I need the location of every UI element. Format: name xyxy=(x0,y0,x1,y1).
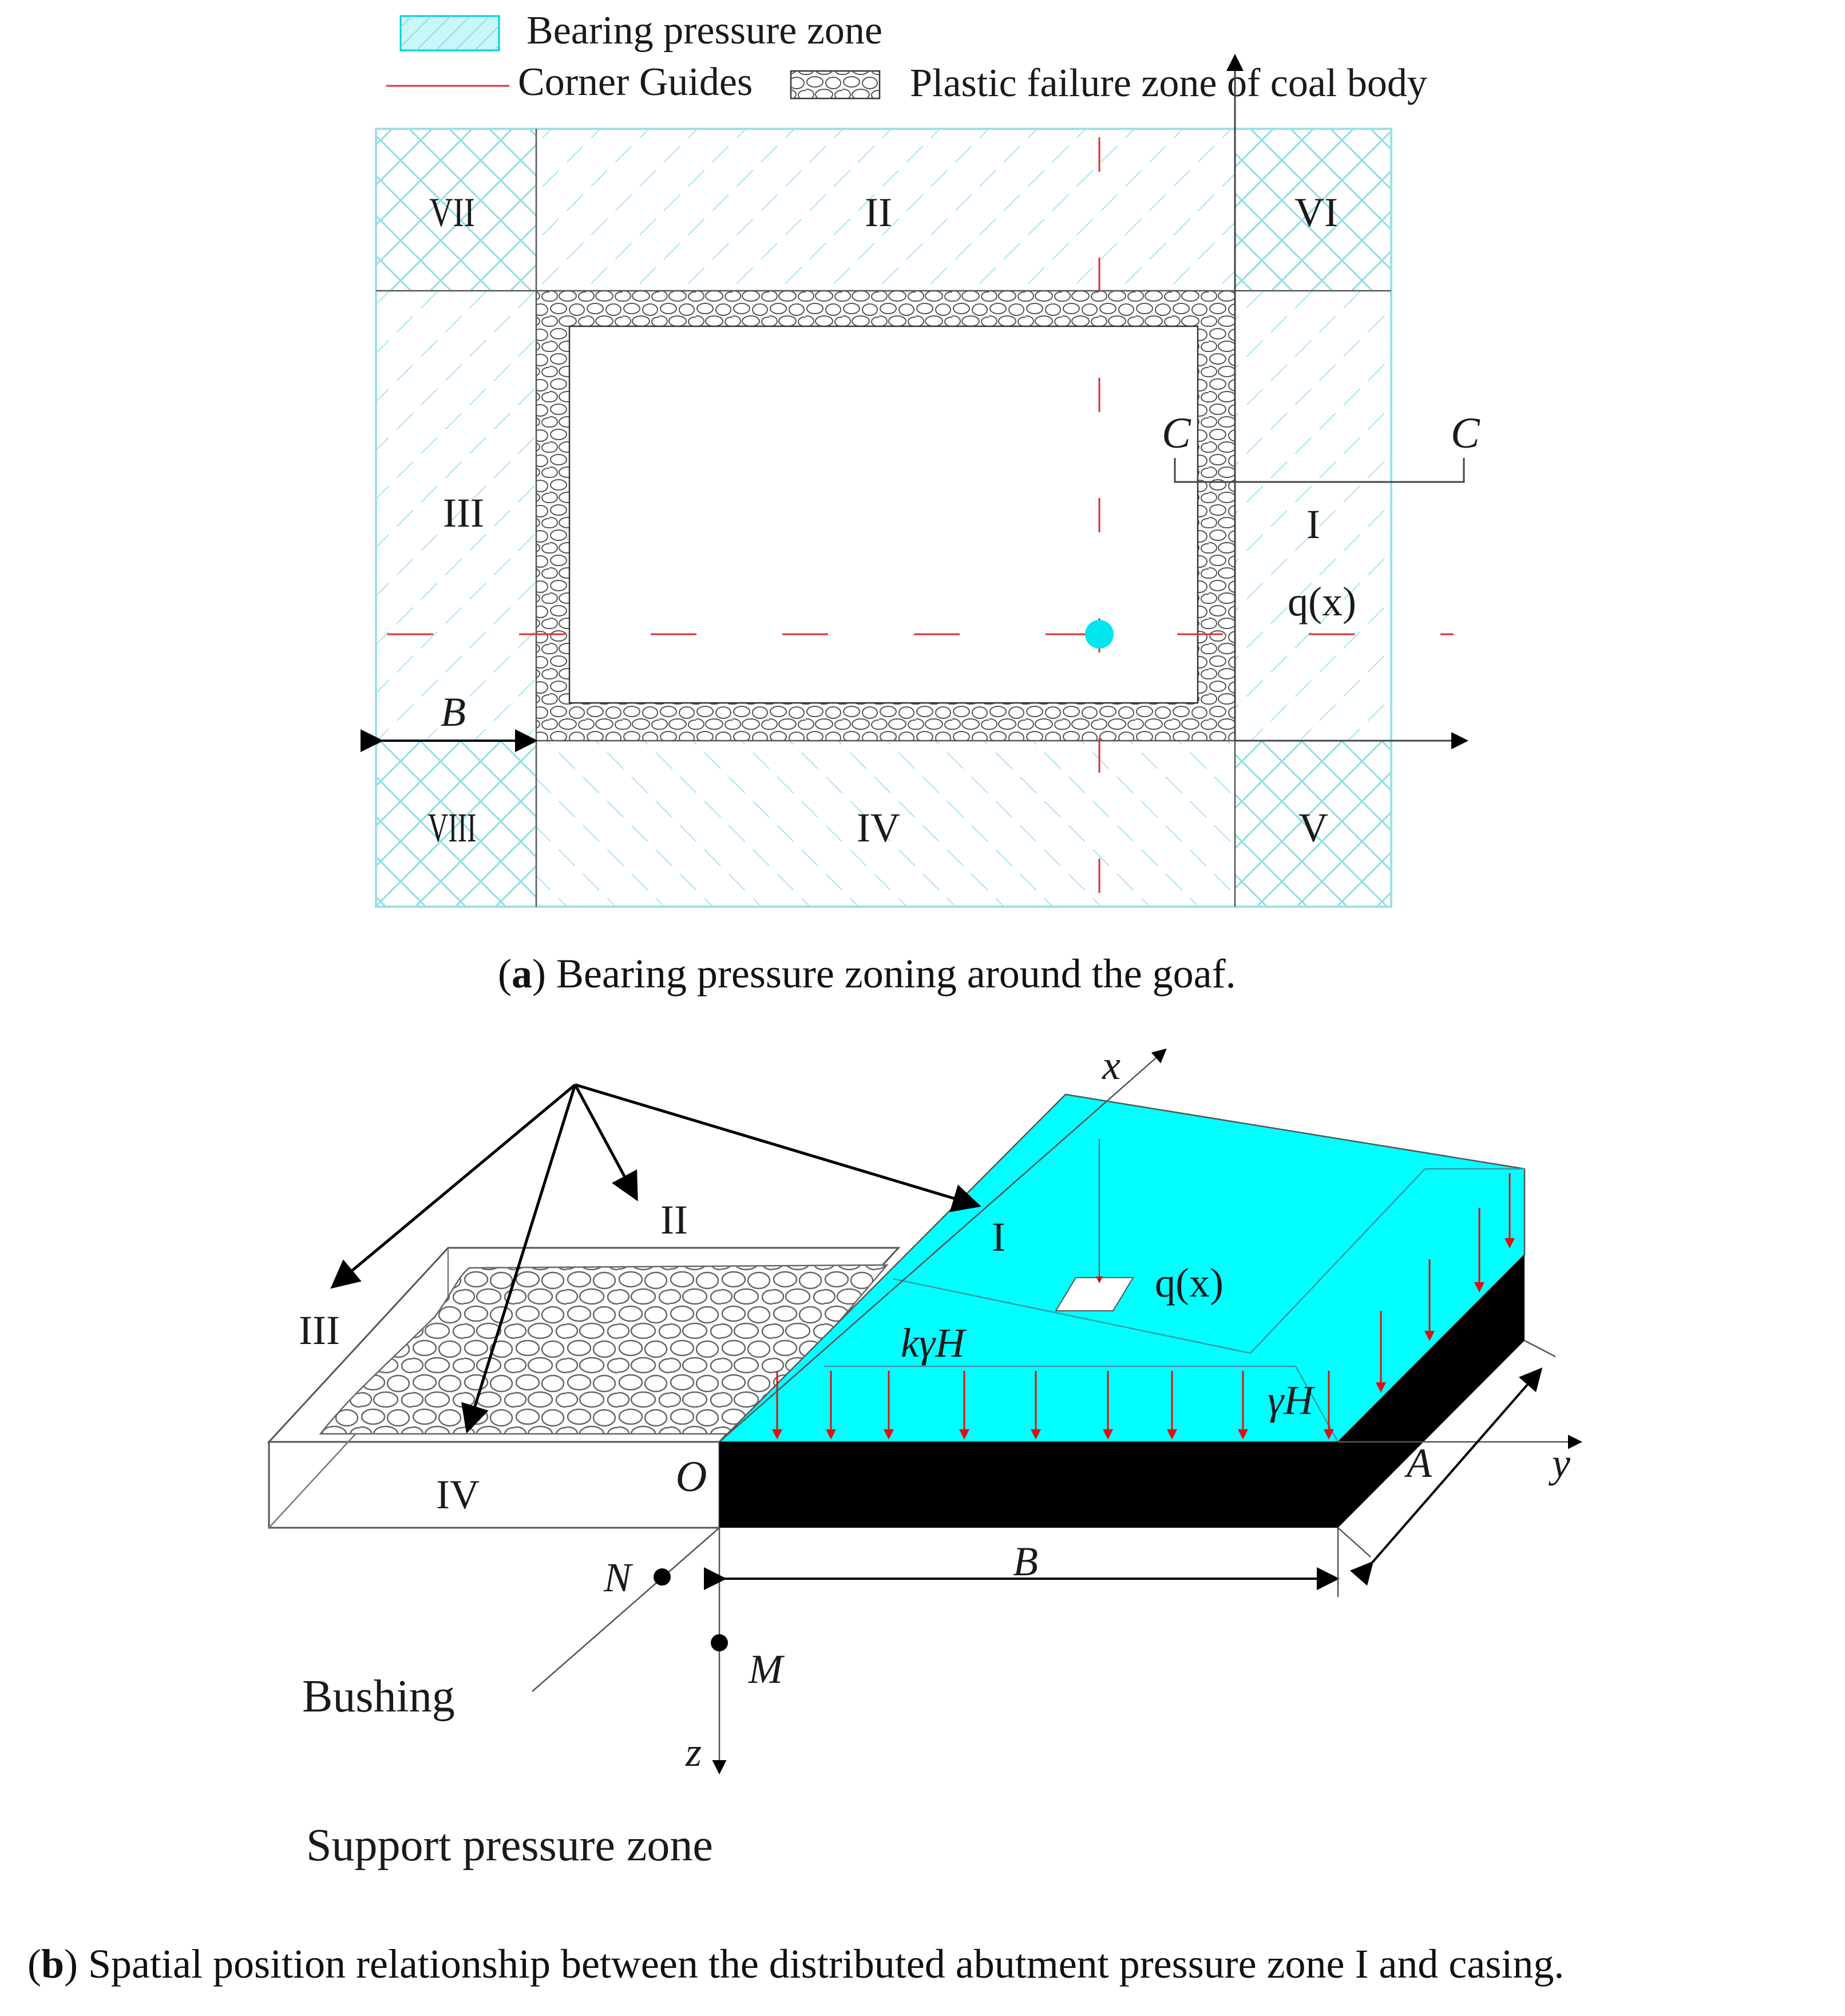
legend: Bearing pressure zone Corner Guides Plas… xyxy=(386,9,1427,105)
zone-III-region xyxy=(376,291,536,741)
point-m-label: M xyxy=(748,1646,785,1692)
b-label-zone-III: III xyxy=(299,1307,340,1353)
legend-bearing-label: Bearing pressure zone xyxy=(526,9,882,53)
b-label-bushing: Bushing xyxy=(302,1671,455,1722)
section-c-right: C xyxy=(1451,409,1480,457)
axis-x-3d xyxy=(719,1048,1167,1442)
slab-front xyxy=(268,1441,720,1529)
b-label-support-zone: Support pressure zone xyxy=(306,1820,713,1871)
zone-leaders xyxy=(330,1083,981,1434)
zone-VI-region xyxy=(1235,129,1391,291)
b-label-gh: γH xyxy=(1268,1377,1316,1423)
caption-a-letter: a xyxy=(511,951,532,997)
zone-I-region xyxy=(1235,291,1391,741)
width-b-label: B xyxy=(441,689,466,735)
panel-a-border xyxy=(375,128,1392,908)
dim-a-arrow xyxy=(1349,1367,1543,1586)
zone-VII-region xyxy=(376,129,536,291)
caption-a-text: Bearing pressure zoning around the goaf. xyxy=(556,951,1236,997)
zone-IV-region xyxy=(536,741,1235,907)
zone-V-region xyxy=(1235,741,1391,907)
label-zone-IV: IV xyxy=(857,805,900,851)
block-front xyxy=(719,1442,1338,1528)
b-label-kgh: kγH xyxy=(901,1320,967,1366)
b-axis-y-label: y xyxy=(1548,1440,1570,1486)
corner-point xyxy=(1085,620,1114,649)
b-label-zone-I: I xyxy=(992,1214,1005,1260)
panel-b: B A N M III II I IV q(x) kγH γH O x y z … xyxy=(267,1042,1582,1871)
b-axis-x-label: x xyxy=(1102,1042,1121,1088)
point-n-label: N xyxy=(603,1555,634,1600)
label-zone-III: III xyxy=(443,490,484,536)
section-c-left: C xyxy=(1162,409,1191,457)
point-m xyxy=(711,1634,728,1651)
zone-II-region xyxy=(536,129,1235,291)
b-axis-z-label: z xyxy=(685,1729,702,1775)
point-n xyxy=(654,1568,671,1586)
dim-a-label: A xyxy=(1404,1440,1432,1486)
dim-b-label: B xyxy=(1013,1539,1038,1584)
bushing-line xyxy=(532,1527,720,1692)
label-zone-V: V xyxy=(1298,805,1328,851)
caption-b: (b) Spatial position relationship betwee… xyxy=(27,1941,1565,1987)
panel-a: C C B VII II VI III I q(x) VIII IV V xyxy=(361,54,1480,908)
label-load-q: q(x) xyxy=(1288,579,1356,624)
load-arrows xyxy=(772,1139,1515,1440)
caption-b-letter: b xyxy=(41,1941,65,1987)
label-zone-I: I xyxy=(1306,501,1320,547)
label-zone-VI: VI xyxy=(1294,189,1338,235)
legend-guide-label: Corner Guides xyxy=(518,60,753,104)
caption-a: (a) Bearing pressure zoning around the g… xyxy=(498,951,1236,997)
label-zone-VIII: VIII xyxy=(428,805,477,851)
caption-b-text: Spatial position relationship between th… xyxy=(88,1941,1565,1987)
b-label-zone-II: II xyxy=(660,1197,688,1243)
load-element xyxy=(1055,1277,1134,1311)
label-zone-VII: VII xyxy=(429,189,475,235)
b-label-load: q(x) xyxy=(1155,1260,1224,1306)
legend-plastic-label: Plastic failure zone of coal body xyxy=(910,61,1427,105)
section-cc-line xyxy=(1174,458,1465,483)
label-zone-II: II xyxy=(865,189,892,235)
b-label-zone-IV: IV xyxy=(436,1472,480,1517)
zone-VIII-region xyxy=(376,741,536,907)
b-label-origin: O xyxy=(676,1453,707,1501)
